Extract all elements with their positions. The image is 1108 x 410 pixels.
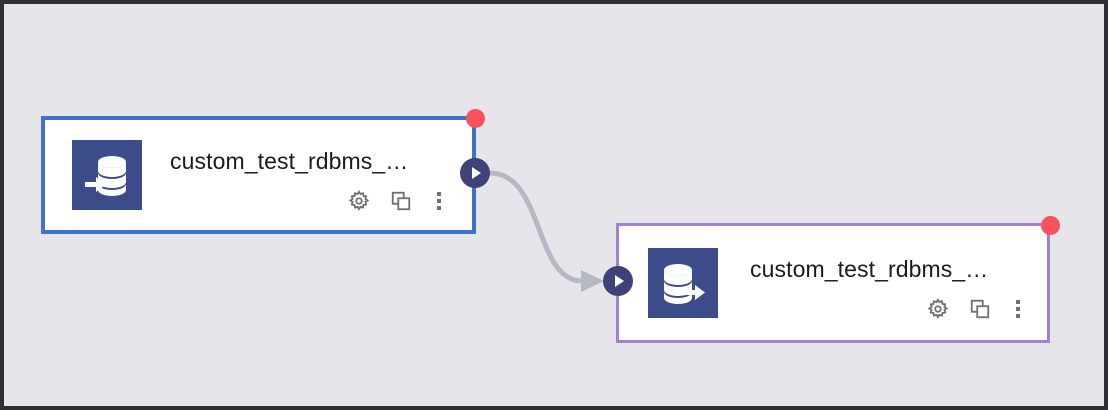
error-status-dot[interactable] (1041, 216, 1060, 235)
node-toolbar (348, 190, 446, 212)
database-import-icon (72, 140, 142, 210)
node-source-body: custom_test_rdbms_… (142, 120, 472, 230)
node-title: custom_test_rdbms_… (750, 256, 989, 282)
more-options-icon[interactable] (432, 190, 446, 212)
connector-source-to-target[interactable] (487, 170, 585, 284)
database-export-icon (648, 248, 718, 318)
settings-icon[interactable] (927, 298, 949, 320)
more-options-icon[interactable] (1011, 298, 1025, 320)
duplicate-icon[interactable] (390, 190, 412, 212)
node-target[interactable]: custom_test_rdbms_… (616, 223, 1050, 343)
node-target-body: custom_test_rdbms_… (718, 226, 1047, 340)
output-port[interactable] (460, 158, 490, 188)
node-source[interactable]: custom_test_rdbms_… (41, 116, 476, 234)
duplicate-icon[interactable] (969, 298, 991, 320)
play-triangle-icon (472, 167, 481, 179)
input-port[interactable] (603, 266, 633, 296)
connector-arrowhead (581, 270, 604, 292)
play-triangle-icon (615, 275, 624, 287)
node-toolbar (927, 298, 1025, 320)
node-title: custom_test_rdbms_… (170, 148, 409, 174)
error-status-dot[interactable] (466, 109, 485, 128)
settings-icon[interactable] (348, 190, 370, 212)
